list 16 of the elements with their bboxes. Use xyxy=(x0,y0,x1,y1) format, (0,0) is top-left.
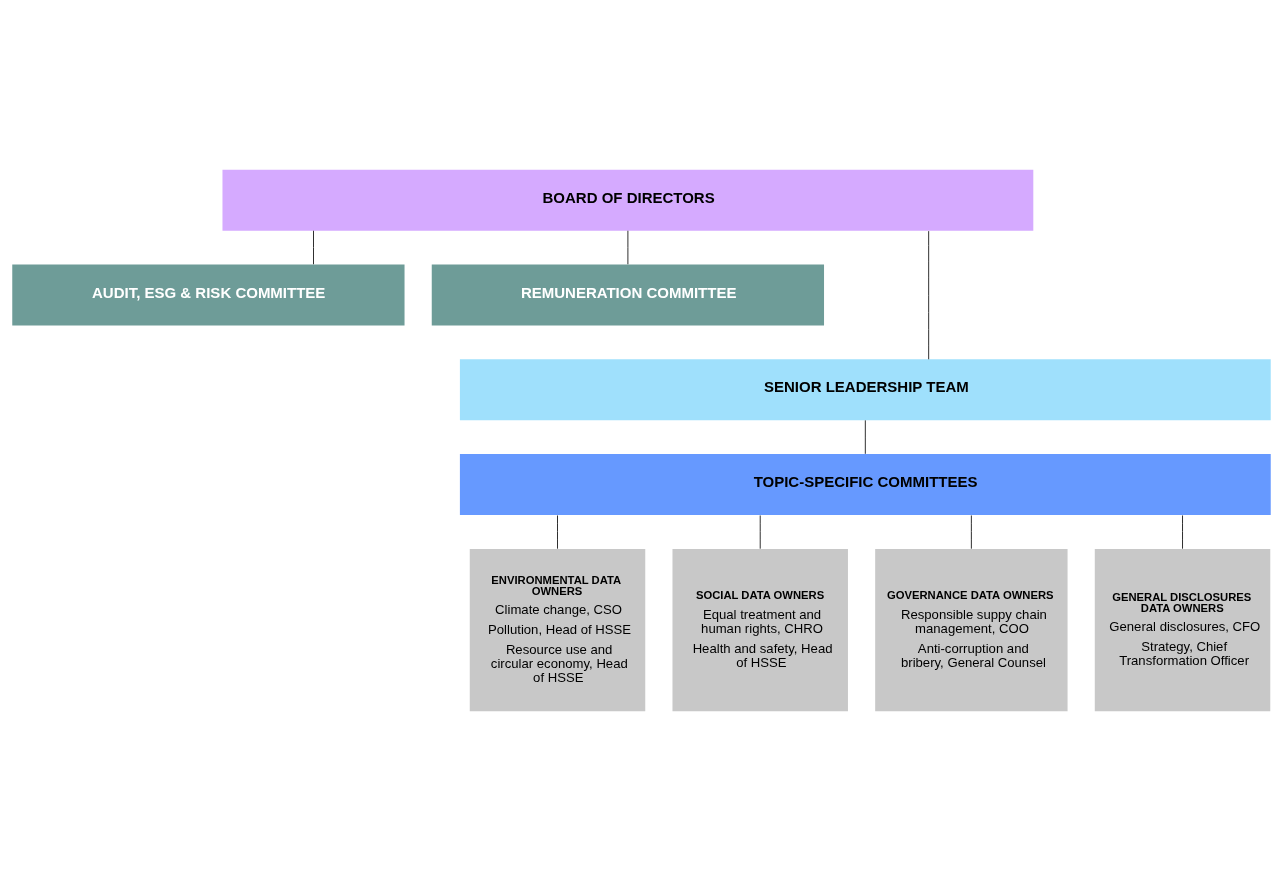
connector xyxy=(759,515,761,550)
node-box: GENERAL DISCLOSURES DATA OWNERS General disclosures, CFO Strategy, Chief Transformation Officer xyxy=(1094,548,1271,712)
node-box: BOARD OF DIRECTORS xyxy=(222,169,1034,231)
node-box: AUDIT, ESG & RISK COMMITTEE xyxy=(12,264,405,326)
connector xyxy=(970,515,972,550)
node-box: TOPIC-SPECIFIC COMMITTEES xyxy=(459,454,1271,516)
node-box: ENVIRONMENTAL DATA OWNERS Climate change, CSO Pollution, Head of HSSE Resource use and circular economy, Head of HSSE xyxy=(469,548,646,712)
node-box: SENIOR LEADERSHIP TEAM xyxy=(459,359,1271,421)
connector xyxy=(1182,515,1183,550)
connector xyxy=(313,230,314,265)
connector xyxy=(557,515,558,550)
connector xyxy=(864,419,866,455)
node-box: SOCIAL DATA OWNERS Equal treatment and human rights, CHRO Health and safety, Head of HSSE xyxy=(672,548,848,712)
node-box: REMUNERATION COMMITTEE xyxy=(431,264,825,326)
node-box: GOVERNANCE DATA OWNERS Responsible suppy chain management, COO Anti-corruption and bribery, General Counsel xyxy=(875,548,1068,712)
connector xyxy=(928,230,930,360)
